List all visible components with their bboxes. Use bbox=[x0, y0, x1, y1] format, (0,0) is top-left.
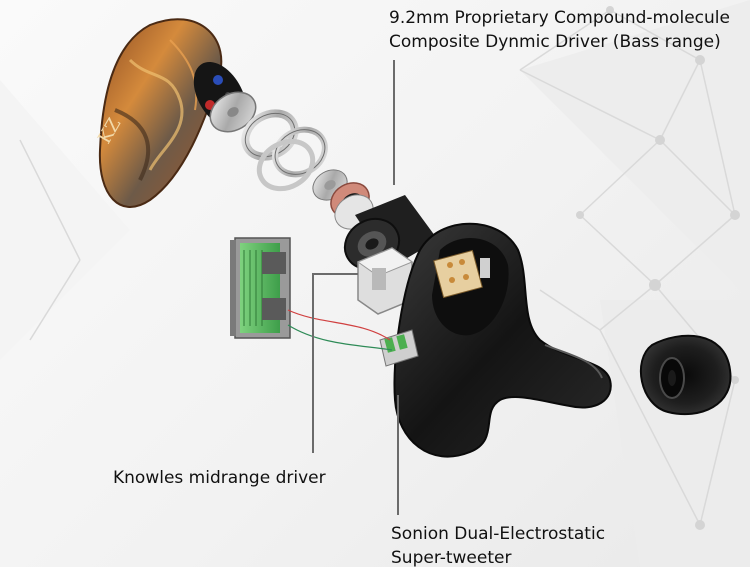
ear-tip bbox=[639, 334, 732, 416]
driver-washers bbox=[209, 91, 374, 230]
bass-driver-label-line1: 9.2mm Proprietary Compound-molecule bbox=[389, 8, 730, 28]
tweeter-label-line2: Super-tweeter bbox=[391, 548, 512, 567]
midrange-driver-label: Knowles midrange driver bbox=[113, 466, 326, 490]
midrange-driver-label-line1: Knowles midrange driver bbox=[113, 468, 326, 488]
bass-driver-label-line2: Composite Dynmic Driver (Bass range) bbox=[389, 32, 721, 52]
dynamic-driver bbox=[343, 195, 438, 271]
connection-wires bbox=[287, 309, 393, 351]
tweeter-label: Sonion Dual-Electrostatic Super-tweeter bbox=[391, 522, 605, 567]
leader-line-bass bbox=[393, 60, 395, 185]
leader-line-sonion bbox=[397, 395, 399, 515]
faceplate: KZ bbox=[94, 18, 223, 208]
electrostatic-module bbox=[230, 237, 291, 339]
tweeter-label-line1: Sonion Dual-Electrostatic bbox=[391, 524, 606, 544]
leader-line-knowles-vertical bbox=[312, 273, 314, 453]
earphone-shell bbox=[393, 222, 612, 458]
leader-line-knowles-horizontal bbox=[312, 273, 358, 275]
bass-driver-label: 9.2mm Proprietary Compound-molecule Comp… bbox=[389, 6, 730, 54]
knowles-driver bbox=[356, 247, 414, 315]
